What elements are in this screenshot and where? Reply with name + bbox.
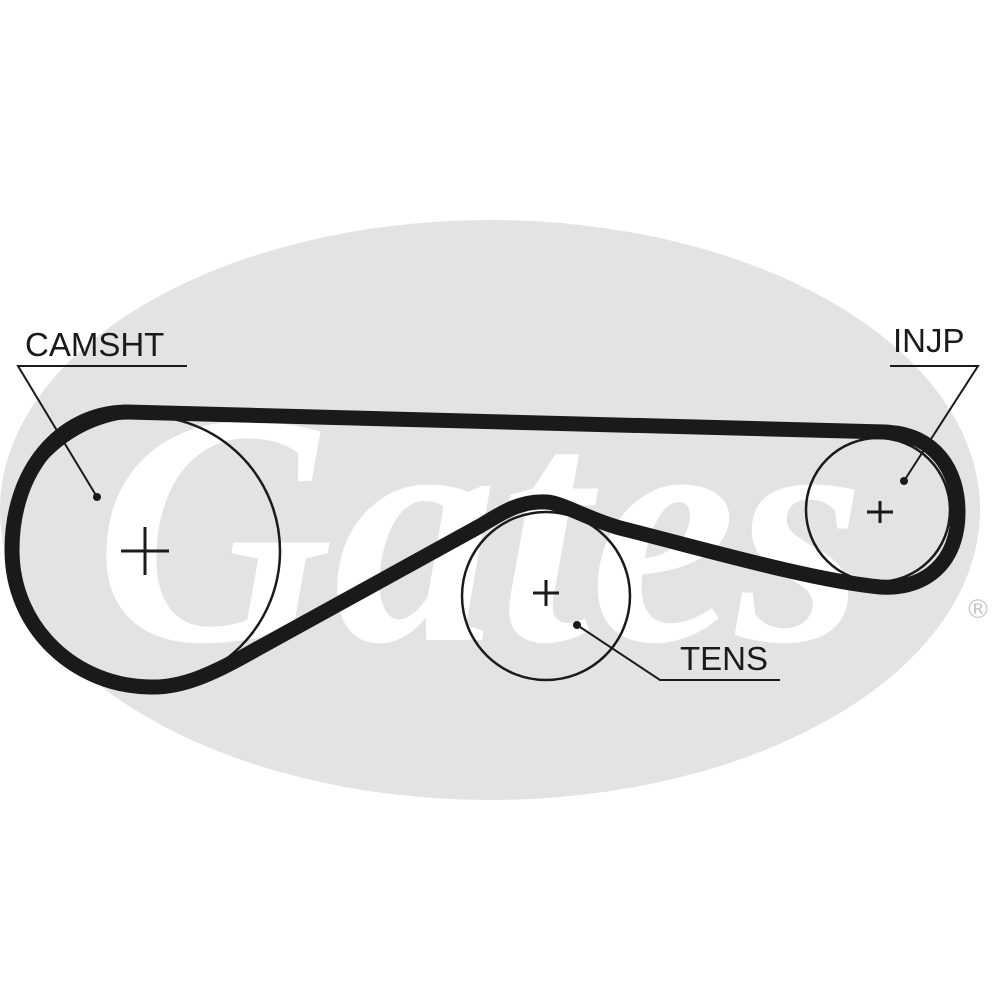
injection-pump-leader bbox=[890, 365, 980, 485]
camshaft-label: CAMSHT bbox=[25, 326, 164, 363]
timing-belt bbox=[4, 404, 966, 695]
tensioner-leader bbox=[573, 621, 780, 681]
injection-pump-center-cross bbox=[867, 501, 893, 523]
injection-pump-label: INJP bbox=[893, 322, 965, 359]
camshaft-leader bbox=[16, 365, 187, 501]
tensioner-center-cross bbox=[533, 580, 559, 606]
registered-mark: ® bbox=[965, 595, 991, 625]
tensioner-pulley bbox=[460, 510, 632, 682]
tensioner-label: TENS bbox=[680, 640, 768, 677]
camshaft-center-cross bbox=[121, 527, 169, 575]
